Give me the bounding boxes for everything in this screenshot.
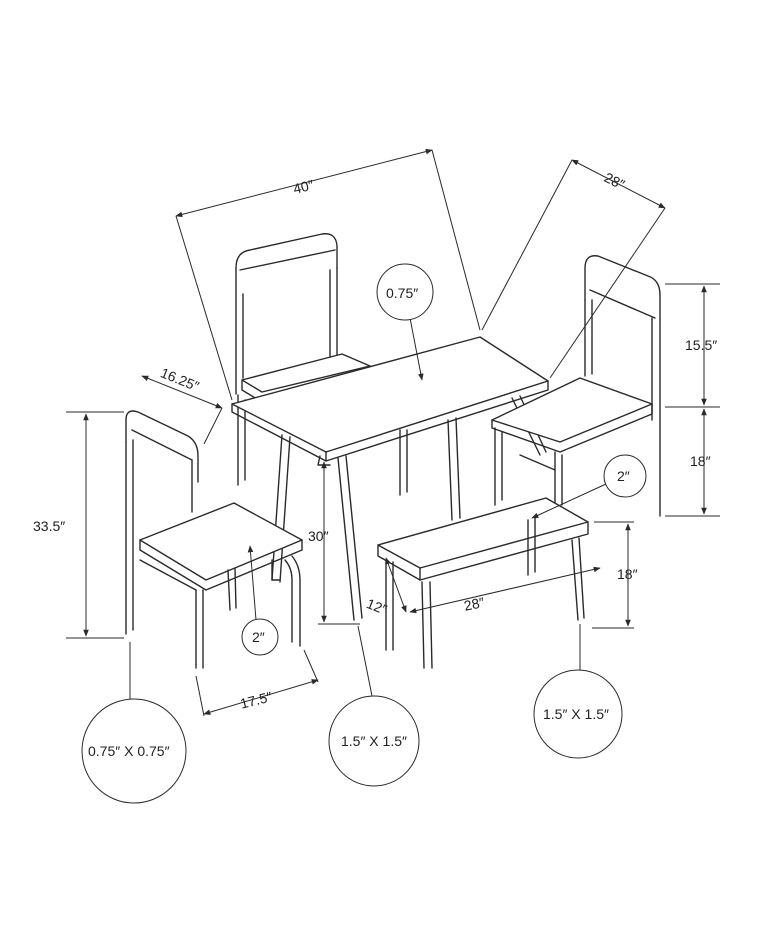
bench-leg-size-label: 1.5″ X 1.5″ (543, 706, 609, 722)
seat-height-dimension (665, 408, 720, 517)
back-left-chair (235, 233, 408, 496)
bench-seat-thickness-label: 2″ (617, 468, 630, 484)
bench-width-dimension (409, 566, 601, 614)
table-depth-label: 28″ (602, 169, 628, 192)
chair-depth-dimension (141, 375, 223, 445)
chair-seat-callout-circle (241, 618, 279, 656)
seat-height-label: 18″ (690, 453, 711, 469)
chair-seat-thickness-callout (247, 545, 257, 621)
chair-leg-callout-circle (81, 698, 187, 804)
table-top-callout-circle (376, 263, 434, 321)
chair-leg-size-label: 0.75″ X 0.75″ (88, 743, 170, 759)
bench (377, 497, 589, 669)
bench-seat-thickness-callout (531, 483, 607, 519)
bench-height-label: 18″ (617, 566, 638, 582)
bench-depth-label: 12″ (364, 595, 389, 618)
table-leg-size-label: 1.5″ X 1.5″ (341, 733, 407, 749)
chair-total-height-dimension (66, 411, 124, 639)
table-leg-leader (357, 625, 373, 697)
table-top-thickness-label: 0.75″ (386, 285, 418, 301)
back-height-label: 15.5″ (685, 337, 717, 353)
front-left-chair (125, 410, 303, 669)
right-chair (491, 255, 661, 517)
bench-leg-callout-circle (533, 669, 623, 759)
table-height-dimension (318, 461, 360, 625)
table-top-thickness-callout (409, 317, 424, 381)
table-depth-dimension (481, 159, 666, 379)
chair-depth-label: 16.25″ (158, 364, 201, 394)
bench-width-label: 28″ (462, 594, 485, 614)
table-height-label: 30″ (308, 528, 329, 544)
chair-total-height-label: 33.5″ (33, 518, 65, 534)
bench-seat-callout-circle (603, 454, 647, 498)
back-height-dimension (665, 283, 720, 408)
table-leg-callout-circle (328, 695, 420, 787)
chair-width-dimension (195, 649, 319, 717)
bench-height-dimension (592, 521, 634, 629)
table-width-label: 40″ (291, 176, 315, 197)
table-width-dimension (175, 148, 481, 401)
chair-seat-thickness-label: 2″ (252, 629, 265, 645)
bench-depth-dimension (385, 557, 407, 613)
chair-width-label: 17.5″ (239, 688, 274, 711)
